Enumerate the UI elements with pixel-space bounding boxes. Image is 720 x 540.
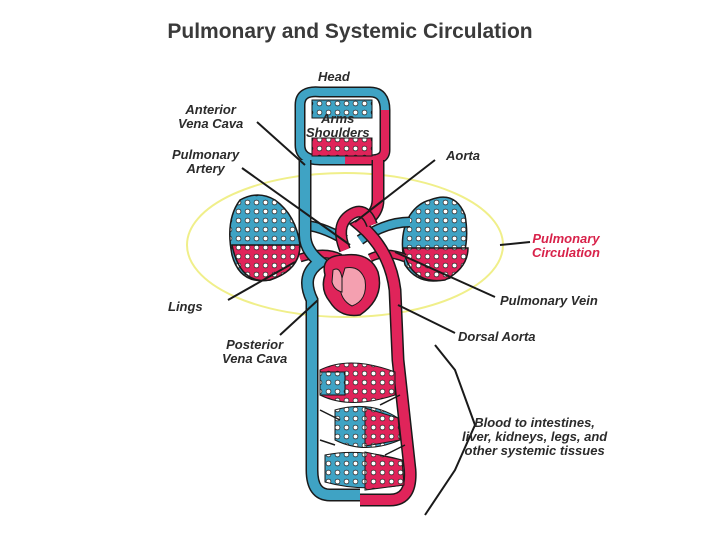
leader-lines — [227, 121, 531, 516]
label-dorsal-aorta: Dorsal Aorta — [458, 329, 536, 344]
right-lung — [401, 196, 469, 282]
systemic-capillaries — [319, 362, 406, 491]
left-lung — [229, 194, 301, 282]
label-pulmonary-vein: Pulmonary Vein — [500, 293, 598, 308]
head-capillaries — [294, 86, 391, 166]
label-systemic-tissues: Blood to intestines,liver, kidneys, legs… — [462, 415, 608, 458]
vena-cava-trunk — [298, 160, 360, 502]
aorta-trunk — [348, 160, 417, 507]
label-head: Head — [318, 69, 350, 84]
diagram-title: Pulmonary and Systemic Circulation — [167, 20, 533, 43]
label-lungs: Lings — [168, 299, 203, 314]
label-aorta: Aorta — [446, 148, 480, 163]
heart — [322, 253, 381, 317]
